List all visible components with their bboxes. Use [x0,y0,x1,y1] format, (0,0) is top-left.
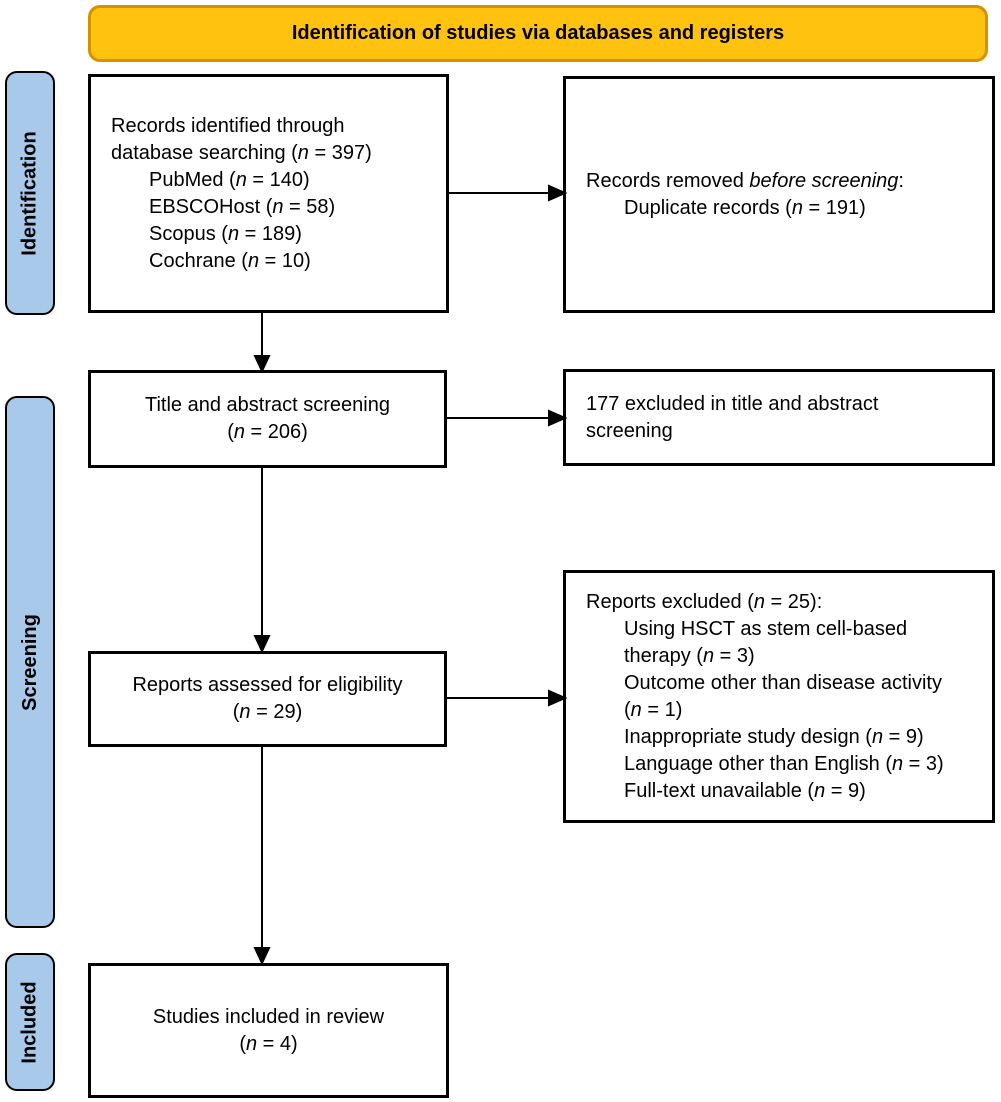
stage-label-included: Included [5,953,55,1091]
text-line: database searching (n = 397) [111,141,372,164]
stage-label-screening-text: Screening [18,613,41,711]
text-line: Cochrane (n = 10) [149,249,311,272]
text-line: Language other than English (n = 3) [624,752,944,775]
stage-label-included-text: Included [18,980,41,1064]
text-line: 177 excluded in title and abstract [586,392,879,415]
text-line: Using HSCT as stem cell-based [624,617,908,640]
text-line: Full-text unavailable (n = 9) [624,779,866,802]
text-line: Studies included in review [152,1005,385,1028]
text-line: (n = 206) [227,421,308,443]
box-reports-assessed: Reports assessed for eligibility (n = 29) [88,651,447,747]
text-line: therapy (n = 3) [624,644,755,667]
box-reports-excluded: Reports excluded (n = 25): Using HSCT as … [563,570,995,823]
header-title: Identification of studies via databases … [291,22,785,44]
text-line: Records removed before screening: [586,169,904,192]
text-line: Inappropriate study design (n = 9) [624,725,924,748]
text-line: Scopus (n = 189) [149,222,302,245]
text-line: Records identified through [111,114,345,137]
stage-label-identification: Identification [5,71,55,315]
stage-label-screening: Screening [5,396,55,928]
text-line: PubMed (n = 140) [149,168,310,191]
arrowhead-identified-to-screening [253,355,271,374]
text-line: (n = 1) [624,698,683,721]
arrowhead-screening-to-eligibility [253,635,271,654]
box-excluded-title-abstract: 177 excluded in title and abstract screen… [563,369,995,466]
text-line: screening [586,419,673,442]
box-title-abstract-screening: Title and abstract screening (n = 206) [88,370,447,468]
box-studies-included: Studies included in review (n = 4) [88,963,449,1098]
text-line: Reports excluded (n = 25): [586,590,823,613]
text-line: Outcome other than disease activity [624,671,942,694]
stage-label-identification-text: Identification [18,130,41,256]
box-records-identified: Records identified through database searc… [88,74,449,313]
text-line: (n = 4) [239,1032,298,1055]
box-records-removed: Records removed before screening: Duplica… [563,76,995,313]
text-line: Duplicate records (n = 191) [624,196,866,219]
arrowhead-eligibility-to-included [253,947,271,966]
text-line: Reports assessed for eligibility [132,674,403,696]
text-line: EBSCOHost (n = 58) [149,195,336,218]
text-line: (n = 29) [232,701,303,723]
header-banner: Identification of studies via databases … [88,5,988,62]
text-line: Title and abstract screening [145,394,390,416]
